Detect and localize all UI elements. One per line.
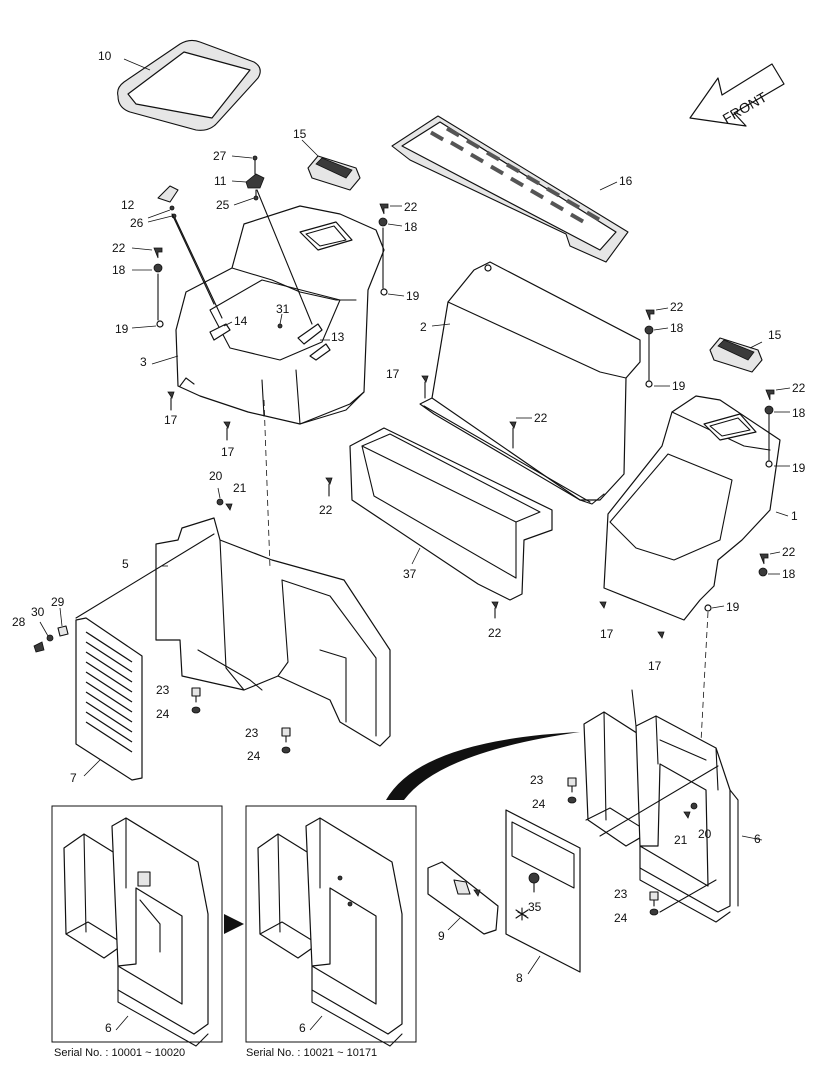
part-8-plate [505, 809, 581, 975]
callout-22: 22 [782, 545, 796, 559]
callout-14: 14 [234, 314, 248, 328]
callout-23: 23 [530, 773, 544, 787]
callout-11: 11 [214, 174, 227, 188]
inset-right [245, 805, 417, 1047]
leader-lines [151, 323, 789, 841]
callout-17: 17 [221, 445, 235, 459]
callout-22: 22 [792, 381, 806, 395]
callout-6: 6 [754, 832, 761, 846]
callout-8: 8 [516, 971, 523, 985]
part-15-switch-left [301, 139, 361, 191]
callout-20: 20 [698, 827, 712, 841]
hardware-group-a [131, 203, 405, 441]
callout-24: 24 [532, 797, 546, 811]
part-37-tray [325, 427, 553, 619]
callout-17: 17 [648, 659, 662, 673]
hardware-group-f [191, 687, 291, 754]
callout-25: 25 [216, 198, 230, 212]
part-10-mat [117, 39, 261, 131]
callout-22: 22 [404, 200, 418, 214]
callout-22: 22 [488, 626, 502, 640]
callout-23: 23 [245, 726, 259, 740]
callout-18: 18 [112, 263, 126, 277]
part-3-left-console [175, 205, 385, 425]
callout-22: 22 [670, 300, 684, 314]
inset-left [51, 805, 223, 1047]
callout-19: 19 [672, 379, 686, 393]
part-9-bracket [427, 861, 499, 935]
hardware-group-c [599, 387, 791, 761]
callout-10: 10 [98, 49, 112, 63]
callout-24: 24 [614, 911, 628, 925]
callout-22: 22 [534, 411, 548, 425]
callout-27: 27 [213, 149, 227, 163]
part-12-clip [147, 185, 223, 319]
callout-19: 19 [406, 289, 420, 303]
part-7-louver [75, 533, 215, 781]
part-35-knob [528, 872, 540, 893]
callout-19: 19 [726, 600, 740, 614]
callout-15: 15 [768, 328, 782, 342]
callout-18: 18 [792, 406, 806, 420]
callout-23: 23 [156, 683, 170, 697]
part-14-handle [209, 321, 233, 341]
callout-29: 29 [51, 595, 65, 609]
part-1-right-console [603, 395, 781, 621]
front-arrow: FRONT [689, 63, 785, 127]
callout-35: 35 [528, 900, 542, 914]
callout-24: 24 [247, 749, 261, 763]
callout-23: 23 [614, 887, 628, 901]
hardware-group-d [216, 487, 233, 511]
callout-18: 18 [404, 220, 418, 234]
part-13-latch [277, 313, 331, 361]
part-16-grille [391, 115, 629, 263]
hardware-group-g [567, 777, 698, 916]
inset-arrow [224, 914, 244, 934]
callout-17: 17 [164, 413, 178, 427]
callout-12: 12 [121, 198, 135, 212]
hardware-group-b [421, 307, 670, 449]
callout-20: 20 [209, 469, 223, 483]
callout-13: 13 [331, 330, 345, 344]
serial-label-left: Serial No. : 10001 ~ 10020 [54, 1047, 185, 1059]
callout-31: 31 [276, 302, 290, 316]
transition-arrow [386, 732, 580, 800]
callout-21: 21 [233, 481, 247, 495]
callout-18: 18 [782, 567, 796, 581]
callout-1: 1 [791, 509, 798, 523]
callout-3: 3 [140, 355, 147, 369]
callout-layer: 10 15 16 27 11 25 12 26 22 18 22 18 19 1… [12, 49, 806, 1035]
callout-15: 15 [293, 127, 307, 141]
callout-22: 22 [319, 503, 333, 517]
callout-37: 37 [403, 567, 417, 581]
callout-22: 22 [112, 241, 126, 255]
serial-label-right: Serial No. : 10021 ~ 10171 [246, 1047, 377, 1059]
part-15-switch-right [709, 337, 763, 373]
callout-28: 28 [12, 615, 26, 629]
callout-5: 5 [122, 557, 129, 571]
callout-9: 9 [438, 929, 445, 943]
callout-21: 21 [674, 833, 688, 847]
callout-2: 2 [420, 320, 427, 334]
part-5-duct [155, 399, 391, 747]
callout-26: 26 [130, 216, 144, 230]
callout-6: 6 [299, 1021, 306, 1035]
part-11-bracket [231, 155, 313, 325]
callout-6: 6 [105, 1021, 112, 1035]
callout-19: 19 [792, 461, 806, 475]
part-6-frame [583, 689, 739, 923]
callout-24: 24 [156, 707, 170, 721]
hardware-group-e [33, 607, 69, 653]
callout-17: 17 [386, 367, 400, 381]
callout-7: 7 [70, 771, 77, 785]
callout-19: 19 [115, 322, 129, 336]
callout-17: 17 [600, 627, 614, 641]
callout-16: 16 [619, 174, 633, 188]
part-2-back-panel [419, 261, 641, 505]
callout-18: 18 [670, 321, 684, 335]
callout-30: 30 [31, 605, 45, 619]
